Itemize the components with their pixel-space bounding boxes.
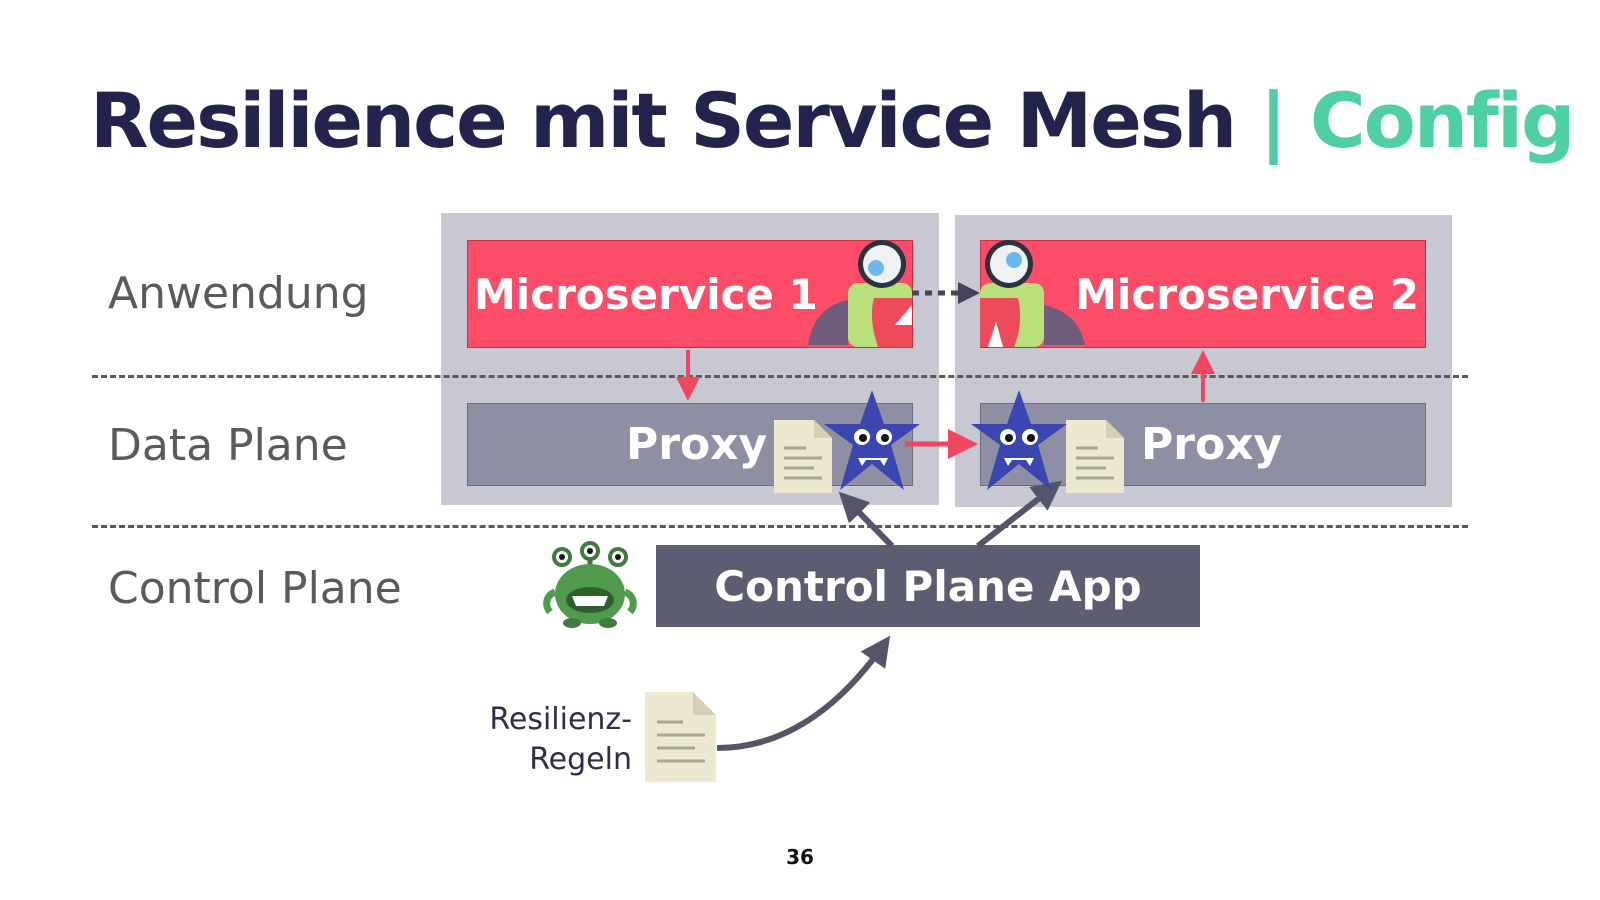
config-document-icon [1066, 420, 1124, 493]
proxy-1-label: Proxy [626, 419, 768, 470]
slide-title: Resilience mit Service Mesh | Config [90, 76, 1576, 165]
microservice-2-label: Microservice 2 [1075, 269, 1419, 319]
green-alien-monster-icon [543, 541, 637, 628]
separator-application-data [92, 375, 1468, 378]
config-document-icon [774, 420, 832, 493]
config-document-icon [645, 692, 716, 782]
arrow-cp-to-proxy1 [838, 491, 895, 549]
star-monster-icon [971, 390, 1067, 490]
title-separator: | [1259, 76, 1288, 165]
title-accent: Config [1309, 76, 1576, 165]
control-plane-app: Control Plane App [656, 545, 1200, 627]
cyclops-monster-icon [980, 240, 1085, 347]
page-number: 36 [786, 845, 814, 869]
layer-label-application: Anwendung [108, 268, 369, 319]
title-main: Resilience mit Service Mesh [90, 76, 1237, 165]
proxy-2: Proxy [980, 403, 1426, 486]
separator-data-control [92, 525, 1468, 528]
star-monster-icon [824, 390, 920, 490]
microservice-1-label: Microservice 1 [474, 269, 818, 319]
layer-label-control-plane: Control Plane [108, 563, 402, 614]
control-plane-app-label: Control Plane App [714, 561, 1142, 611]
arrow-rules-to-cp [716, 635, 891, 751]
layer-label-data-plane: Data Plane [108, 420, 348, 471]
rules-document-label: Resilienz- Regeln [489, 702, 632, 777]
arrow-cp-to-proxy2 [976, 480, 1063, 549]
arrow-ms1-to-ms2-head [958, 282, 980, 304]
proxy-1: Proxy [467, 403, 913, 486]
proxy-2-label: Proxy [1141, 419, 1283, 470]
cyclops-monster-icon [808, 240, 912, 347]
